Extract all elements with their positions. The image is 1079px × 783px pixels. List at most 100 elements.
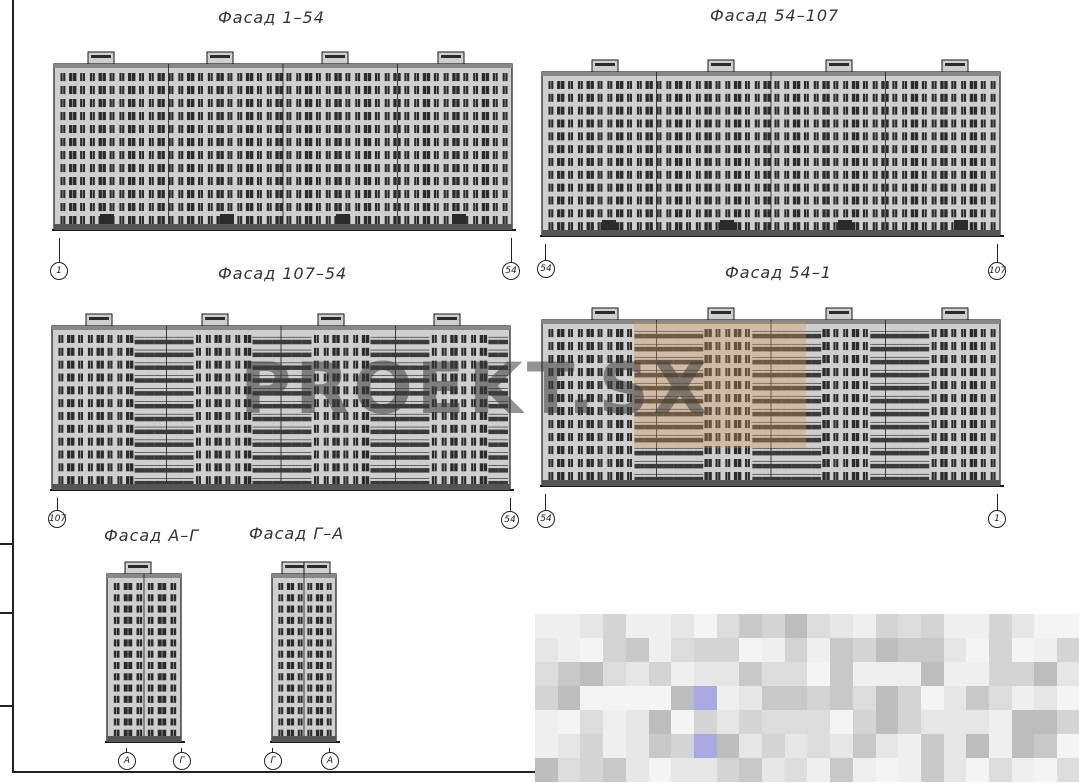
pixel-cell xyxy=(557,686,581,710)
pixel-cell xyxy=(1011,686,1035,710)
pixel-cell xyxy=(535,734,558,758)
pixel-cell xyxy=(535,662,558,686)
pixel-cell xyxy=(762,686,785,710)
pixel-cell xyxy=(716,614,740,638)
pixel-cell xyxy=(807,662,831,686)
pixel-cell xyxy=(625,734,649,758)
pixel-cell xyxy=(535,686,558,710)
facade-1-54-title: Фасад 1–54 xyxy=(218,8,325,27)
pixel-cell xyxy=(762,638,785,662)
pixel-cell xyxy=(671,614,695,638)
facade-54-107-title: Фасад 54–107 xyxy=(710,6,840,25)
pixel-cell xyxy=(920,686,944,710)
pixel-cell xyxy=(784,734,808,758)
pixel-cell xyxy=(535,758,558,782)
pixel-cell xyxy=(716,662,740,686)
pixel-cell xyxy=(1034,662,1058,686)
axis-marker: А xyxy=(321,752,339,770)
pixel-cell xyxy=(830,638,854,662)
pixel-cell xyxy=(557,662,581,686)
pixel-cell xyxy=(943,614,967,638)
pixel-cell xyxy=(557,614,581,638)
pixel-cell xyxy=(1034,710,1058,734)
pixel-cell xyxy=(989,710,1012,734)
pixel-cell xyxy=(648,686,672,710)
pixel-cell xyxy=(648,710,672,734)
axis-marker: Г xyxy=(173,752,191,770)
pixel-cell xyxy=(966,734,990,758)
pixel-cell xyxy=(535,710,558,734)
pixel-cell xyxy=(1057,758,1079,782)
pixel-cell xyxy=(966,686,990,710)
pixel-cell xyxy=(580,734,604,758)
pixel-cell xyxy=(830,686,854,710)
pixel-cell xyxy=(1011,734,1035,758)
pixel-cell xyxy=(807,686,831,710)
pixel-cell xyxy=(989,638,1012,662)
axis-line xyxy=(545,244,546,260)
pixel-cell xyxy=(966,638,990,662)
pixel-cell xyxy=(830,758,854,782)
pixel-cell xyxy=(830,734,854,758)
pixel-cell xyxy=(875,662,899,686)
pixel-cell xyxy=(557,710,581,734)
pixel-cell xyxy=(807,758,831,782)
pixel-cell xyxy=(807,710,831,734)
pixel-cell xyxy=(693,662,717,686)
frame-stub xyxy=(0,705,12,707)
pixel-cell xyxy=(625,662,649,686)
pixel-cell xyxy=(1034,638,1058,662)
pixel-cell xyxy=(557,758,581,782)
pixel-cell xyxy=(535,638,558,662)
axis-marker: 54 xyxy=(537,260,555,278)
axis-line xyxy=(181,748,182,752)
pixel-cell xyxy=(807,734,831,758)
pixel-cell xyxy=(1057,614,1079,638)
facade-54-1-elevation xyxy=(540,307,1004,487)
pixel-cell xyxy=(648,614,672,638)
pixel-cell xyxy=(898,734,922,758)
axis-marker: 1 xyxy=(50,262,68,280)
pixel-cell xyxy=(580,662,604,686)
pixel-cell xyxy=(1011,614,1035,638)
pixel-cell xyxy=(762,710,785,734)
pixel-cell xyxy=(898,758,922,782)
pixel-cell xyxy=(920,614,944,638)
pixel-cell xyxy=(852,734,876,758)
pixel-cell xyxy=(1057,662,1079,686)
axis-line xyxy=(272,748,273,752)
pixel-cell xyxy=(966,710,990,734)
pixel-cell xyxy=(625,614,649,638)
pixel-cell xyxy=(716,638,740,662)
pixel-cell xyxy=(603,686,627,710)
pixel-cell xyxy=(762,614,785,638)
pixel-cell xyxy=(693,734,717,758)
pixel-cell xyxy=(920,734,944,758)
axis-line xyxy=(510,498,511,512)
pixel-cell xyxy=(943,758,967,782)
pixel-cell xyxy=(830,662,854,686)
pixel-cell xyxy=(716,686,740,710)
pixel-cell xyxy=(784,614,808,638)
facade-a-g-title: Фасад А–Г xyxy=(104,526,200,545)
facade-1-54-elevation xyxy=(52,51,516,231)
pixel-cell xyxy=(989,734,1012,758)
pixel-cell xyxy=(671,686,695,710)
pixel-cell xyxy=(943,686,967,710)
pixel-cell xyxy=(716,758,740,782)
pixel-cell xyxy=(603,758,627,782)
pixel-cell xyxy=(1034,686,1058,710)
pixel-cell xyxy=(762,758,785,782)
pixel-cell xyxy=(1057,638,1079,662)
pixel-cell xyxy=(625,758,649,782)
pixel-cell xyxy=(898,686,922,710)
pixel-cell xyxy=(671,662,695,686)
pixel-cell xyxy=(739,734,763,758)
pixel-cell xyxy=(603,614,627,638)
pixel-cell xyxy=(784,710,808,734)
pixel-cell xyxy=(625,686,649,710)
pixel-cell xyxy=(875,710,899,734)
pixel-cell xyxy=(989,758,1012,782)
pixel-cell xyxy=(603,710,627,734)
pixel-cell xyxy=(898,614,922,638)
